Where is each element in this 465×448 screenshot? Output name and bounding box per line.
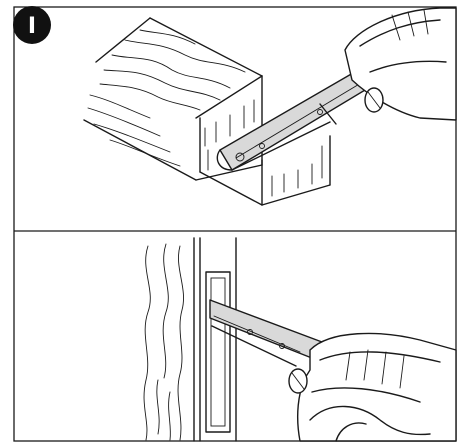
power-tool-body: [344, 7, 457, 121]
wall-grain: [143, 243, 184, 441]
figure-frame: [13, 6, 457, 442]
top-scene-sanding-wooden-block: [83, 7, 457, 206]
bottom-scene-sanding-door-slot: [143, 237, 457, 442]
wooden-beam: [83, 17, 263, 181]
step-badge-circle: [13, 6, 51, 44]
power-tool-body-bottom: [288, 332, 457, 442]
door-edge: [193, 237, 237, 442]
support-block: [199, 117, 331, 206]
step-badge: I: [13, 6, 51, 44]
step-badge-number: I: [28, 14, 36, 39]
